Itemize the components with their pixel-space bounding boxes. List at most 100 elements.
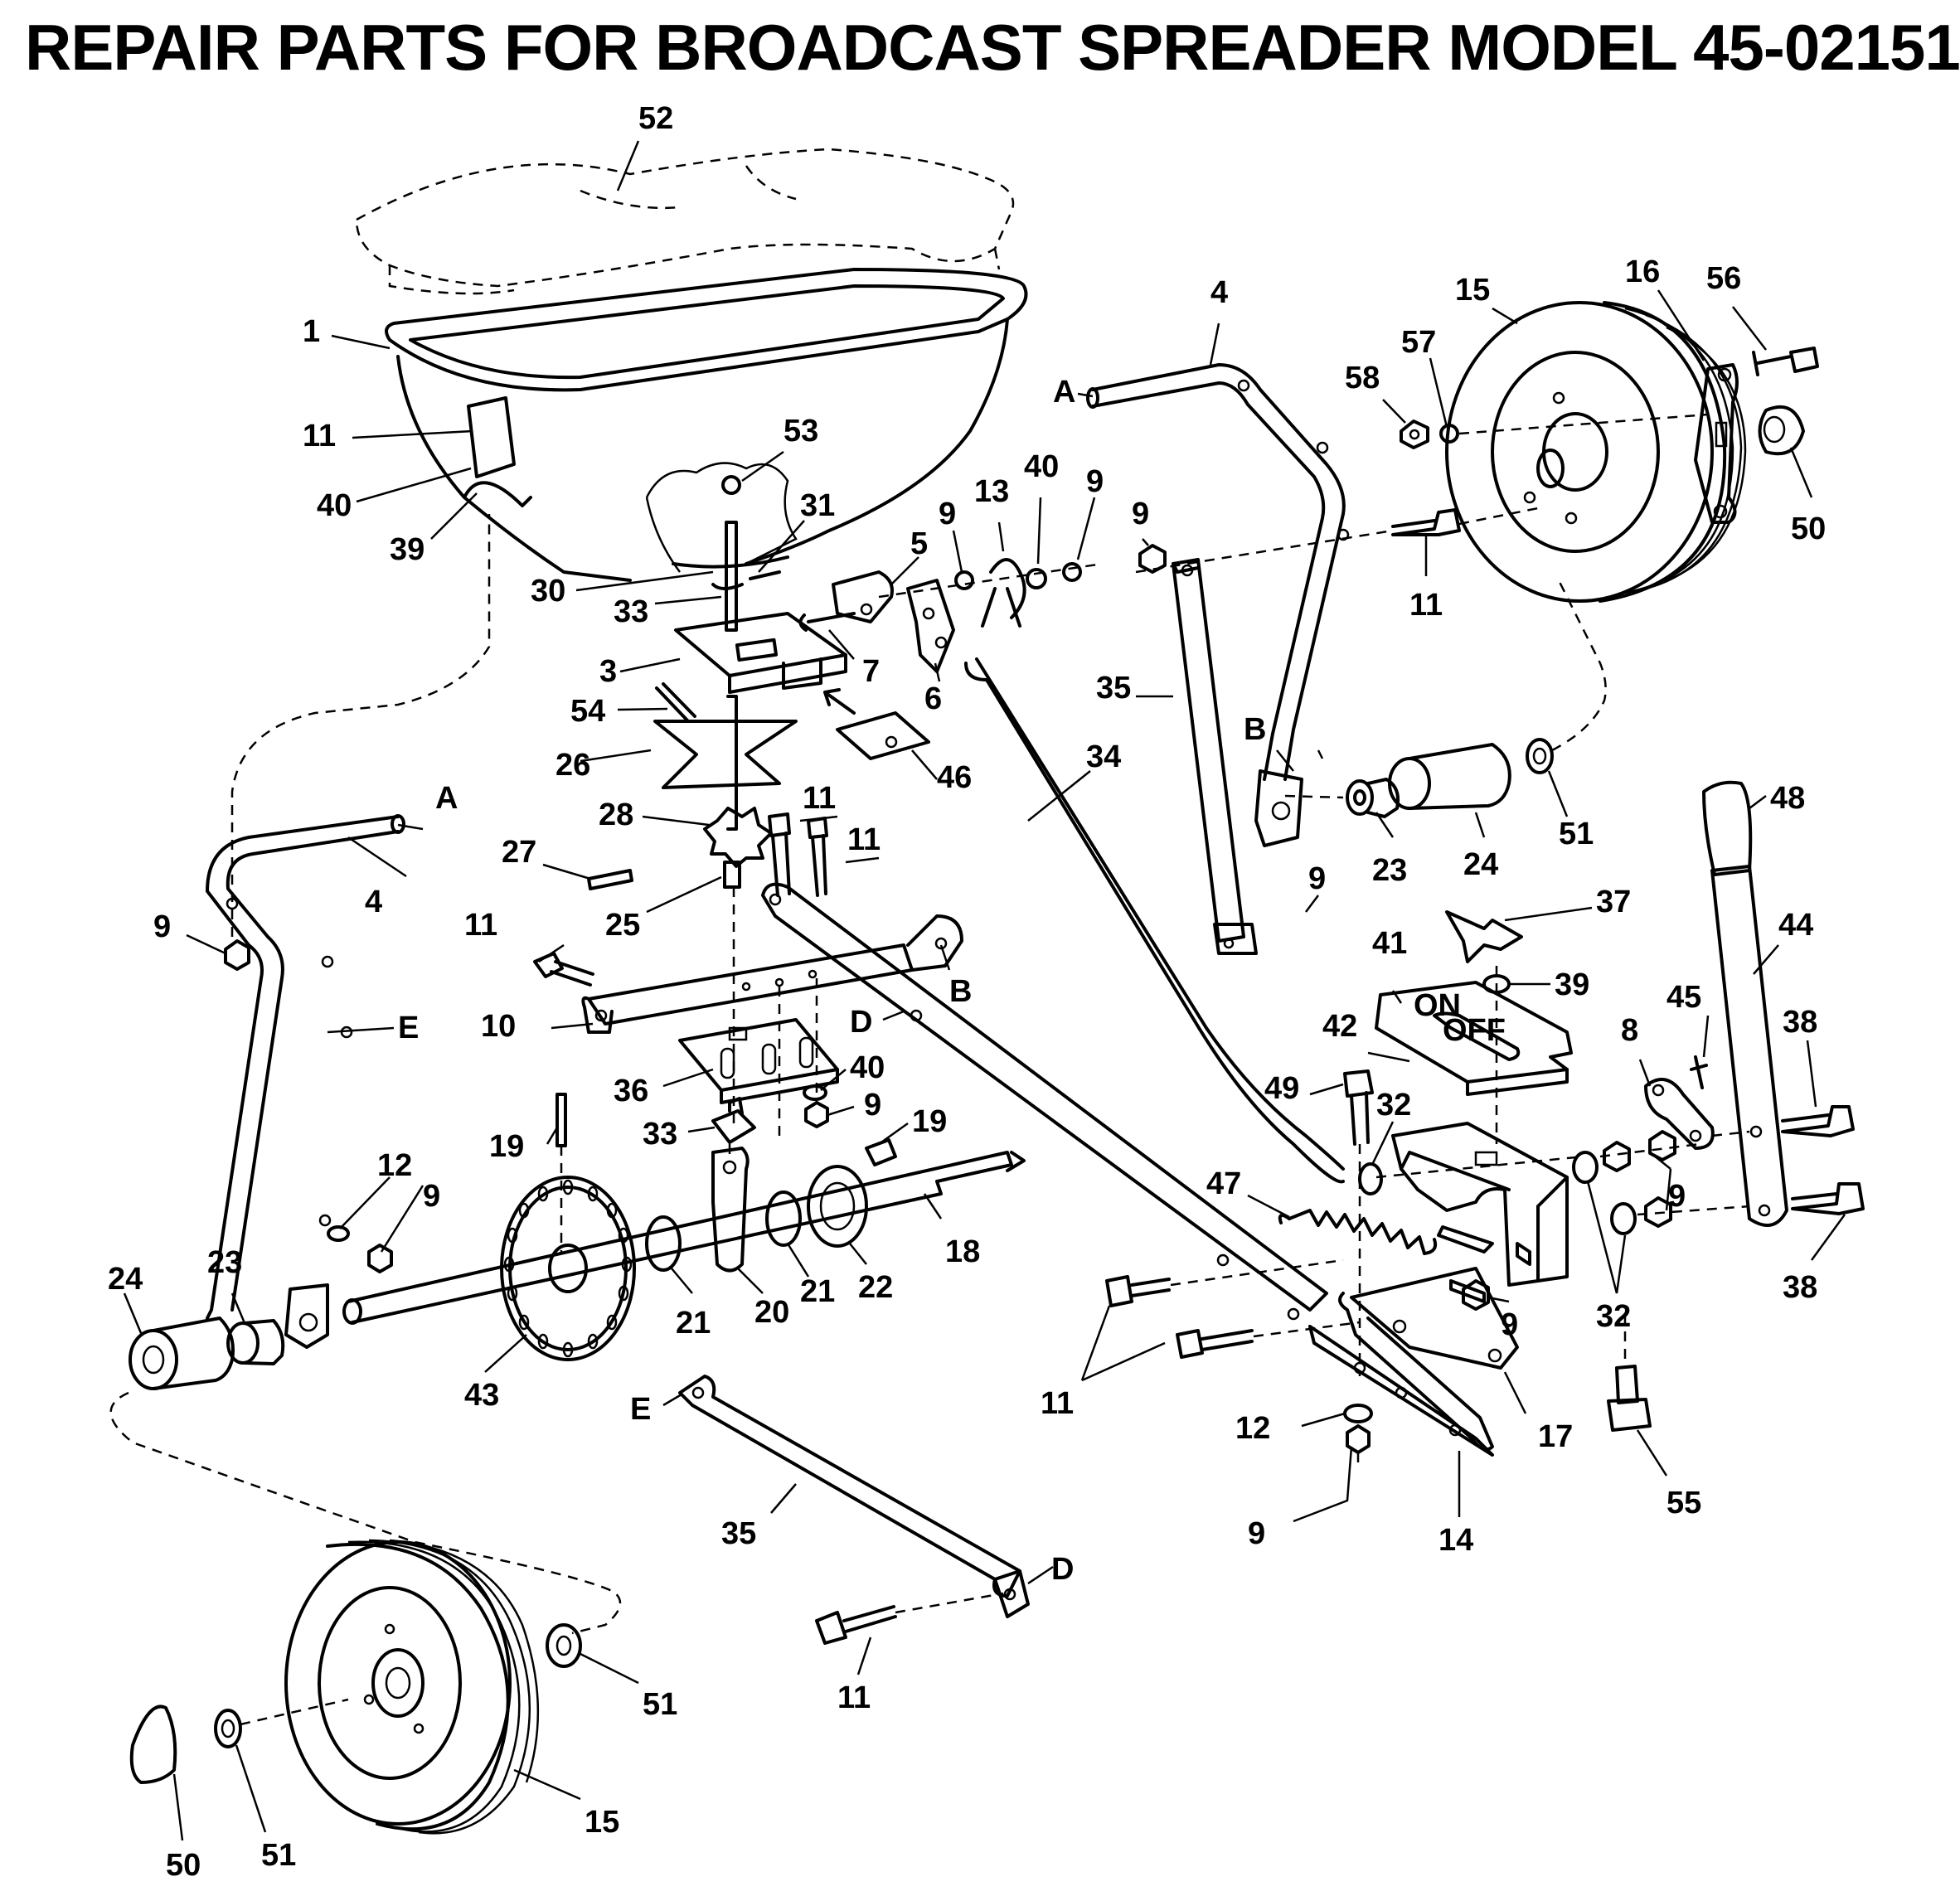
callout-A: A bbox=[435, 781, 458, 816]
callout-12: 12 bbox=[377, 1148, 412, 1183]
callout-23: 23 bbox=[1372, 853, 1407, 888]
callout-19: 19 bbox=[489, 1129, 524, 1164]
callout-20: 20 bbox=[754, 1295, 789, 1330]
callout-6: 6 bbox=[924, 681, 942, 716]
off-decal-text: OFF bbox=[1443, 1013, 1506, 1048]
spring-drawing bbox=[1278, 1209, 1438, 1255]
right-axle-spacers-drawing bbox=[1284, 579, 1607, 818]
callout-17: 17 bbox=[1538, 1419, 1573, 1454]
parts-diagram-page: REPAIR PARTS FOR BROADCAST SPREADER MODE… bbox=[25, 15, 1960, 1883]
callout-47: 47 bbox=[1206, 1166, 1241, 1201]
lower-strut-drawing bbox=[678, 1375, 1030, 1645]
callout-1: 1 bbox=[303, 314, 320, 349]
callout-B: B bbox=[1244, 712, 1266, 747]
upper-handle-drawing bbox=[1086, 363, 1350, 847]
callout-30: 30 bbox=[531, 574, 565, 609]
callout-11: 11 bbox=[464, 908, 497, 943]
callout-31: 31 bbox=[800, 488, 835, 523]
control-bracket-drawing: ON OFF bbox=[1343, 910, 1750, 1432]
callout-9: 9 bbox=[1086, 464, 1104, 499]
callout-54: 54 bbox=[570, 694, 605, 729]
callout-28: 28 bbox=[599, 798, 633, 832]
callout-E: E bbox=[398, 1011, 419, 1045]
callout-32: 32 bbox=[1376, 1088, 1411, 1123]
callout-11: 11 bbox=[1409, 588, 1443, 623]
callout-56: 56 bbox=[1706, 261, 1741, 296]
callout-36: 36 bbox=[614, 1074, 648, 1108]
callout-51: 51 bbox=[643, 1687, 677, 1722]
callout-9: 9 bbox=[1668, 1179, 1686, 1214]
callout-50: 50 bbox=[1791, 512, 1826, 546]
callout-21: 21 bbox=[676, 1306, 711, 1341]
callout-7: 7 bbox=[862, 654, 880, 689]
callout-35: 35 bbox=[1096, 671, 1131, 706]
callout-11: 11 bbox=[847, 822, 881, 857]
callout-9: 9 bbox=[423, 1179, 440, 1214]
callout-19: 19 bbox=[912, 1104, 947, 1139]
callout-41: 41 bbox=[1372, 926, 1407, 961]
callout-4: 4 bbox=[1210, 275, 1228, 310]
control-lever-drawing bbox=[1644, 780, 1865, 1227]
callout-57: 57 bbox=[1401, 325, 1436, 360]
callout-49: 49 bbox=[1264, 1071, 1299, 1106]
callout-23: 23 bbox=[207, 1245, 242, 1280]
callout-55: 55 bbox=[1666, 1486, 1701, 1520]
callout-51: 51 bbox=[1559, 817, 1594, 851]
callout-3: 3 bbox=[599, 654, 617, 689]
exploded-parts-diagram: ON OFF bbox=[108, 101, 1865, 1883]
callout-D: D bbox=[850, 1005, 872, 1040]
callout-42: 42 bbox=[1322, 1009, 1357, 1044]
callout-15: 15 bbox=[585, 1805, 619, 1840]
callout-46: 46 bbox=[937, 760, 972, 795]
left-wheel-drawing bbox=[129, 1539, 582, 1835]
callout-14: 14 bbox=[1438, 1523, 1473, 1558]
shutoff-linkage-drawing bbox=[798, 558, 1104, 673]
callout-18: 18 bbox=[945, 1234, 980, 1269]
callout-8: 8 bbox=[1621, 1013, 1638, 1048]
callout-11: 11 bbox=[837, 1680, 871, 1715]
gear-teeth bbox=[503, 1179, 633, 1358]
callout-labels: 52 1 11 40 39 53 31 30 33 3 54 26 28 27 … bbox=[108, 101, 1826, 1883]
callout-11: 11 bbox=[303, 419, 336, 453]
callout-E: E bbox=[630, 1392, 651, 1427]
callout-9: 9 bbox=[1308, 861, 1326, 896]
hopper-drawing bbox=[385, 268, 1028, 582]
drive-axle-drawing bbox=[109, 1093, 1026, 1635]
callout-9: 9 bbox=[1501, 1307, 1518, 1342]
callout-39: 39 bbox=[1555, 967, 1589, 1002]
callout-9: 9 bbox=[1248, 1516, 1265, 1551]
callout-32: 32 bbox=[1596, 1299, 1631, 1334]
handle-side-rail-drawing bbox=[761, 882, 1328, 1321]
callout-34: 34 bbox=[1086, 739, 1121, 774]
callout-38: 38 bbox=[1783, 1005, 1817, 1040]
callout-5: 5 bbox=[910, 526, 928, 561]
callout-40: 40 bbox=[850, 1050, 885, 1085]
callout-45: 45 bbox=[1666, 980, 1701, 1015]
brace-drawing bbox=[1105, 1258, 1519, 1467]
callout-40: 40 bbox=[1024, 449, 1059, 484]
callout-38: 38 bbox=[1783, 1270, 1817, 1305]
callout-24: 24 bbox=[108, 1262, 143, 1297]
callout-10: 10 bbox=[481, 1009, 516, 1044]
callout-25: 25 bbox=[605, 908, 640, 943]
callout-51: 51 bbox=[261, 1838, 296, 1873]
callout-16: 16 bbox=[1625, 255, 1660, 289]
callout-52: 52 bbox=[638, 101, 673, 136]
lower-handle-drawing bbox=[206, 514, 491, 1349]
right-wheel-drawing bbox=[1135, 301, 1819, 603]
callout-9: 9 bbox=[864, 1088, 881, 1123]
callout-27: 27 bbox=[502, 835, 536, 870]
callout-37: 37 bbox=[1596, 885, 1631, 919]
callout-9: 9 bbox=[939, 497, 956, 531]
callout-33: 33 bbox=[643, 1117, 677, 1152]
upper-strut-drawing bbox=[1138, 544, 1258, 955]
callout-26: 26 bbox=[555, 748, 590, 783]
callout-48: 48 bbox=[1770, 781, 1805, 816]
callout-4: 4 bbox=[365, 885, 382, 919]
callout-11: 11 bbox=[803, 781, 836, 816]
callout-15: 15 bbox=[1455, 273, 1490, 308]
callout-44: 44 bbox=[1778, 908, 1813, 943]
axle-bracket-drawing bbox=[533, 812, 963, 1161]
callout-35: 35 bbox=[721, 1516, 756, 1551]
callout-21: 21 bbox=[800, 1274, 835, 1309]
